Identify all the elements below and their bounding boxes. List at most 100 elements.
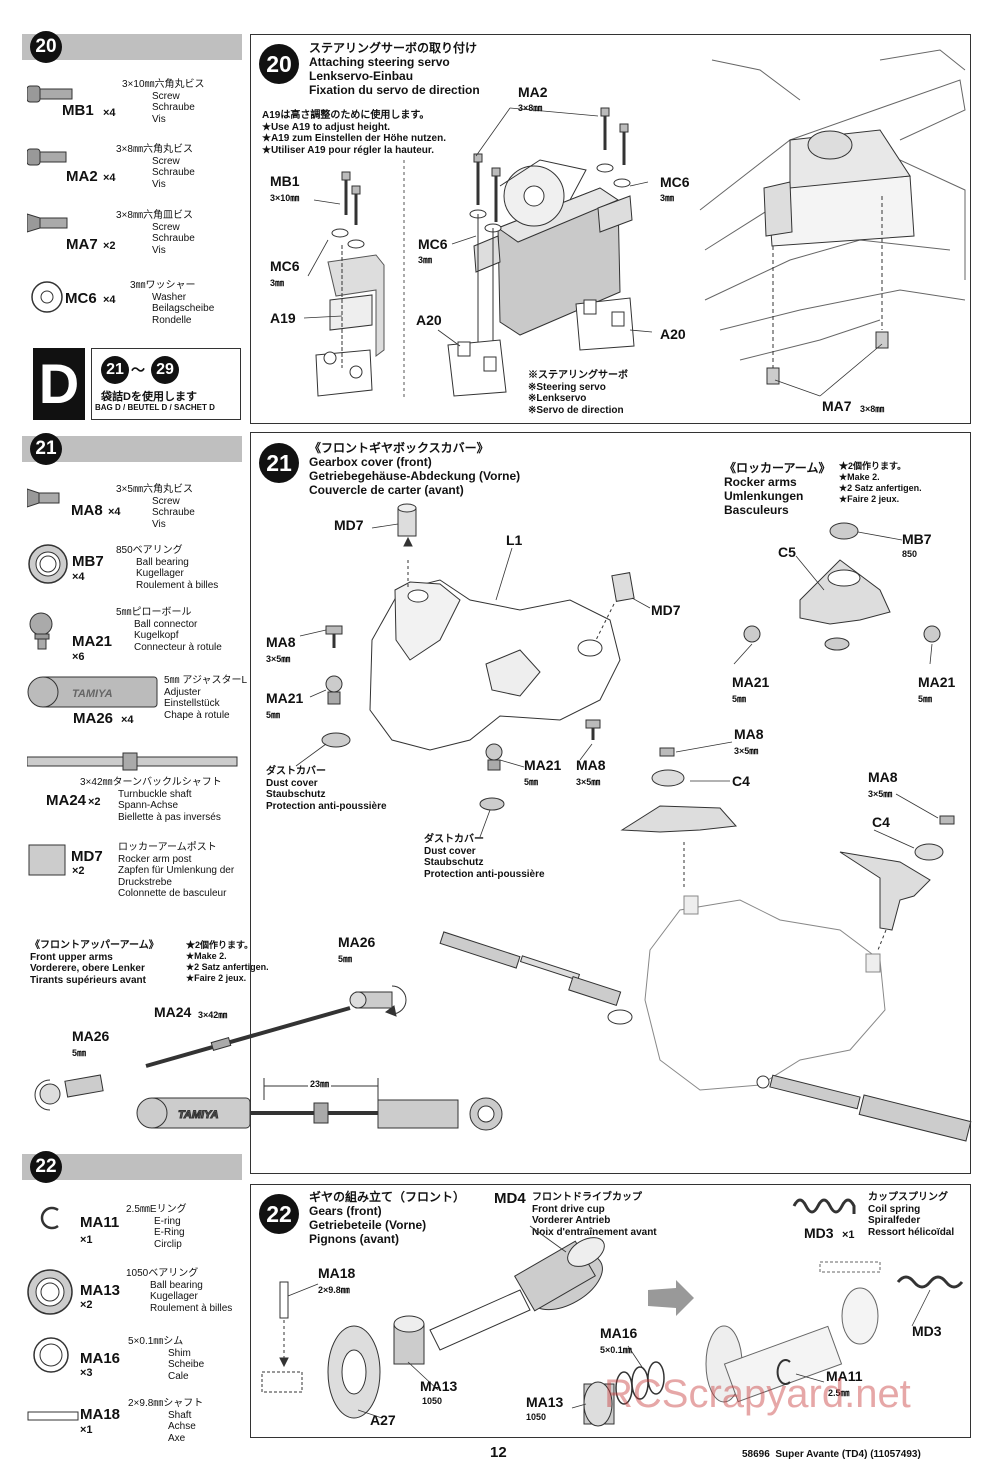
part-desc-ma11: 2.5㎜Eリング E-ring E-Ring Circlip (126, 1204, 187, 1250)
label-ma26-top: MA26 (338, 934, 376, 950)
part-qty-ma26: ×4 (121, 714, 134, 726)
label-ma8-c-size: 3×5㎜ (734, 746, 759, 756)
ball-bearing-icon (27, 1269, 73, 1315)
part-desc-ma8: 3×5㎜六角丸ビス Screw Schraube Vis (116, 484, 195, 530)
md7-posts (397, 503, 635, 641)
ma13-bearings (393, 1315, 615, 1427)
part-code-ma16: MA16 (80, 1350, 121, 1367)
ball-connector-icon (29, 612, 53, 650)
label-ma24: MA24 (154, 1004, 192, 1020)
label-mc6-mid-size: 3㎜ (418, 255, 433, 265)
part-qty-ma7: ×2 (103, 240, 116, 252)
label-md3-bottom: MD3 (912, 1323, 942, 1339)
bag-range-from: 21 (101, 356, 129, 384)
label-ma18-size: 2×9.8㎜ (318, 1285, 350, 1295)
label-mb7: MB7 (902, 531, 932, 547)
ma16-shims (615, 1359, 791, 1405)
part-code-mb7: MB7 (72, 553, 104, 570)
screw-icon (27, 488, 60, 508)
label-ma16: MA16 (600, 1325, 638, 1341)
step20-notes: A19は高さ調整のために使用します。 ★Use A19 to adjust he… (262, 110, 446, 156)
part-desc-ma21: 5㎜ピローボール Ball connector Kugelkopf Connec… (116, 607, 222, 653)
part-code-ma24: MA24 (46, 792, 87, 809)
label-ma13-b-size: 1050 (526, 1412, 547, 1422)
label-ma21-b-size: 5㎜ (524, 777, 539, 787)
part-desc-md7: ロッカーアームポスト Rocker arm post Zapfen für Um… (118, 842, 235, 899)
step21-panel (250, 432, 971, 1174)
step22-panel (250, 1184, 971, 1438)
label-mc6-mid: MC6 (418, 236, 448, 252)
washer-icon (31, 281, 63, 313)
part-desc-mc6: 3㎜ワッシャー Washer Beilagscheibe Rondelle (130, 280, 215, 326)
step21-parts-number: 21 (30, 433, 62, 465)
bag-multi-text: BAG D / BEUTEL D / SACHET D (95, 403, 215, 412)
step20-parts-number: 20 (30, 31, 62, 63)
part-code-ma7: MA7 (66, 236, 98, 253)
ball-bearing-icon (28, 544, 68, 584)
part-code-ma21: MA21 (72, 633, 113, 650)
gearbox-cover-l1 (369, 579, 621, 751)
md4-description: フロントドライブカップ Front drive cup Vorderer Ant… (532, 1192, 657, 1238)
label-c5: C5 (778, 544, 796, 560)
part-qty-ma11: ×1 (80, 1234, 93, 1246)
part-qty-ma18: ×1 (80, 1424, 93, 1436)
assembled-drive (705, 1261, 964, 1403)
servo-note: ※ステアリングサーボ ※Steering servo ※Lenkservo ※S… (528, 370, 628, 416)
part-desc-ma7: 3×8㎜六角皿ビス Screw Schraube Vis (116, 210, 195, 256)
mb1-screws (331, 171, 365, 249)
part-qty-ma16: ×3 (80, 1367, 93, 1379)
label-ma26-left-size: 5㎜ (72, 1048, 87, 1058)
screw-icon (27, 85, 73, 103)
rocker-make2: ★2個作ります。 ★Make 2. ★2 Satz anfertigen. ★F… (839, 461, 922, 504)
part-desc-mb7: 850ベアリング Ball bearing Kugellager Rouleme… (116, 545, 219, 591)
part-qty-mc6: ×4 (103, 294, 116, 306)
step21-number: 21 (259, 443, 299, 483)
label-ma21-d: MA21 (918, 674, 956, 690)
label-ma8-d: MA8 (868, 769, 898, 785)
label-md3-top: MD3 (804, 1225, 834, 1241)
cover-small-parts (321, 625, 601, 811)
dust-cover-note-center: ダストカバー Dust cover Staubschutz Protection… (424, 834, 545, 880)
label-l1: L1 (506, 532, 523, 548)
bag-range-to: 29 (151, 356, 179, 384)
tamiya-logo-text: TAMIYA (178, 1109, 219, 1121)
part-desc-ma26: 5㎜ アジャスターL Adjuster Einstellstück Chape … (164, 675, 248, 721)
a19-spacer (315, 245, 385, 397)
label-mb1: MB1 (270, 173, 300, 189)
label-md7-left: MD7 (334, 517, 364, 533)
part-code-ma18: MA18 (80, 1406, 121, 1423)
shaft-icon (27, 1411, 79, 1421)
label-ma8-d-size: 3×5㎜ (868, 789, 893, 799)
label-md4: MD4 (494, 1190, 526, 1207)
part-qty-md7: ×2 (72, 865, 85, 877)
label-md3-qty: ×1 (842, 1229, 855, 1241)
label-ma26-top-size: 5㎜ (338, 954, 353, 964)
servo-installed (763, 129, 915, 385)
md3-description: カップスプリング Coil spring Spiralfeder Ressort… (868, 1192, 955, 1238)
step20-number: 20 (259, 44, 299, 84)
part-qty-ma13: ×2 (80, 1299, 93, 1311)
part-qty-ma21: ×6 (72, 651, 85, 663)
a20-mounts (447, 297, 635, 397)
assembled-gearbox (644, 895, 886, 1091)
label-ma2-size: 3×8㎜ (518, 103, 543, 113)
label-ma18: MA18 (318, 1265, 356, 1281)
label-c4-left: C4 (732, 773, 750, 789)
step20-title: ステアリングサーボの取り付け Attaching steering servo … (309, 41, 480, 97)
label-ma21-c: MA21 (732, 674, 770, 690)
chassis-outline (699, 49, 966, 361)
label-a20-left: A20 (416, 312, 442, 328)
label-ma11: MA11 (826, 1368, 863, 1384)
ma18-shaft (261, 1281, 303, 1393)
page-number: 12 (490, 1444, 507, 1461)
part-desc-ma16: 5×0.1㎜シム Shim Scheibe Cale (128, 1336, 205, 1382)
tamiya-logo-text: TAMIYA (72, 688, 113, 700)
step22-leader-lines (287, 1225, 931, 1419)
a27-gear (327, 1325, 381, 1419)
md4-drive-cup (429, 1237, 605, 1351)
label-mc6-left-size: 3㎜ (270, 278, 285, 288)
rocker-post-icon (28, 844, 66, 876)
part-qty-ma8: ×4 (108, 506, 121, 518)
